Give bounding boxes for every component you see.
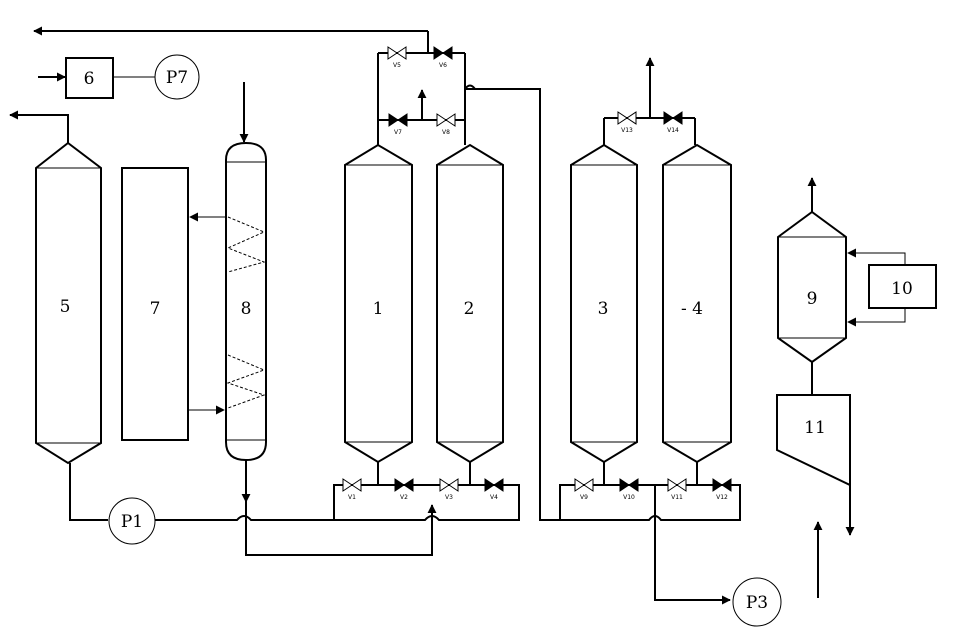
valve-v7: V7 <box>388 113 408 136</box>
valve-v5: V5 <box>387 46 407 69</box>
column-8-upper-coil <box>226 216 266 273</box>
bottom-manifold-3-4 <box>559 484 741 521</box>
vessel-1: 1 <box>344 143 413 464</box>
valve-v9-symbol <box>574 478 594 492</box>
valve-v5-symbol <box>387 46 407 60</box>
valve-v14-label: V14 <box>667 127 679 134</box>
valve-v3: V3 <box>439 478 459 501</box>
valve-v2-label: V2 <box>400 494 408 501</box>
box-6: 6 <box>65 57 114 99</box>
unit-11: 11 <box>776 394 851 487</box>
pump-p1: P1 <box>108 497 156 545</box>
valve-v1-label: V1 <box>348 494 356 501</box>
crossover-hop <box>464 84 476 90</box>
box-10-label: 10 <box>891 279 913 299</box>
vessel-4-label: - 4 <box>681 299 703 319</box>
bottom-manifold-1-2 <box>333 484 519 520</box>
pump-p7: P7 <box>154 54 200 100</box>
valve-v3-label: V3 <box>445 494 453 501</box>
valve-v9-label: V9 <box>580 494 588 501</box>
valve-v2: V2 <box>394 478 414 501</box>
valve-v10-symbol <box>619 478 639 492</box>
vessel-3: 3 <box>570 143 638 464</box>
vessel-4: - 4 <box>662 143 732 464</box>
valve-v1-symbol <box>342 478 362 492</box>
column-8-label: 8 <box>241 299 252 319</box>
box-6-label: 6 <box>84 69 95 89</box>
vessel-2: 2 <box>436 143 504 464</box>
box-10-loop-lower <box>847 308 906 327</box>
pump-p3-label: P3 <box>746 593 768 613</box>
valve-v12-label: V12 <box>716 494 728 501</box>
valve-v14: V14 <box>663 111 683 134</box>
p1-discharge <box>155 484 520 521</box>
valve-v12: V12 <box>712 478 732 501</box>
vessel-9-label: 9 <box>807 289 818 309</box>
valve-v2-symbol <box>394 478 414 492</box>
unit-11-label: 11 <box>804 418 826 438</box>
valve-v14-symbol <box>663 111 683 125</box>
valve-v8-symbol <box>436 113 456 127</box>
valve-v13-symbol <box>617 111 637 125</box>
pump-p1-label: P1 <box>121 512 143 532</box>
vessel-2-label: 2 <box>464 299 475 319</box>
vessel-5: 5 <box>35 141 102 465</box>
vessel-5-top-outlet <box>9 110 69 143</box>
valve-v11-label: V11 <box>671 494 683 501</box>
valve-v9: V9 <box>574 478 594 501</box>
pump-p3: P3 <box>732 577 782 627</box>
box-10: 10 <box>868 264 937 309</box>
column-8-bottom-outlet <box>245 460 437 556</box>
valve-v6-symbol <box>433 46 453 60</box>
valve-v11: V11 <box>667 478 687 501</box>
valve-v6-label: V6 <box>439 62 447 69</box>
valve-v4-label: V4 <box>490 494 498 501</box>
vessel-3-label: 3 <box>598 299 609 319</box>
column-8: 8 <box>225 141 267 462</box>
valve-v7-symbol <box>388 113 408 127</box>
manifold-to-p3 <box>654 485 731 605</box>
valve-v13: V13 <box>617 111 637 134</box>
valve-v13-label: V13 <box>621 127 633 134</box>
crossover-pipe <box>465 88 560 521</box>
valve-v10: V10 <box>619 478 639 501</box>
valve-v5-label: V5 <box>393 62 401 69</box>
valve-v4-symbol <box>484 478 504 492</box>
pump-p7-label: P7 <box>166 68 188 88</box>
valve-v4: V4 <box>484 478 504 501</box>
vessel-5-to-p1 <box>69 463 108 521</box>
box-10-loop-upper <box>847 248 906 265</box>
valve-v10-label: V10 <box>623 494 635 501</box>
vessel-9: 9 <box>777 210 847 364</box>
column-7-label: 7 <box>150 299 161 319</box>
valve-v3-symbol <box>439 478 459 492</box>
valve-v7-label: V7 <box>394 129 402 136</box>
valve-v6: V6 <box>433 46 453 69</box>
valve-v8-label: V8 <box>442 129 450 136</box>
vessel-1-label: 1 <box>373 299 384 319</box>
valve-v8: V8 <box>436 113 456 136</box>
valve-v11-symbol <box>667 478 687 492</box>
column-7: 7 <box>121 167 189 441</box>
column-8-lower-coil <box>226 354 266 409</box>
valve-v12-symbol <box>712 478 732 492</box>
valve-v1: V1 <box>342 478 362 501</box>
vessel-5-label: 5 <box>60 297 71 317</box>
